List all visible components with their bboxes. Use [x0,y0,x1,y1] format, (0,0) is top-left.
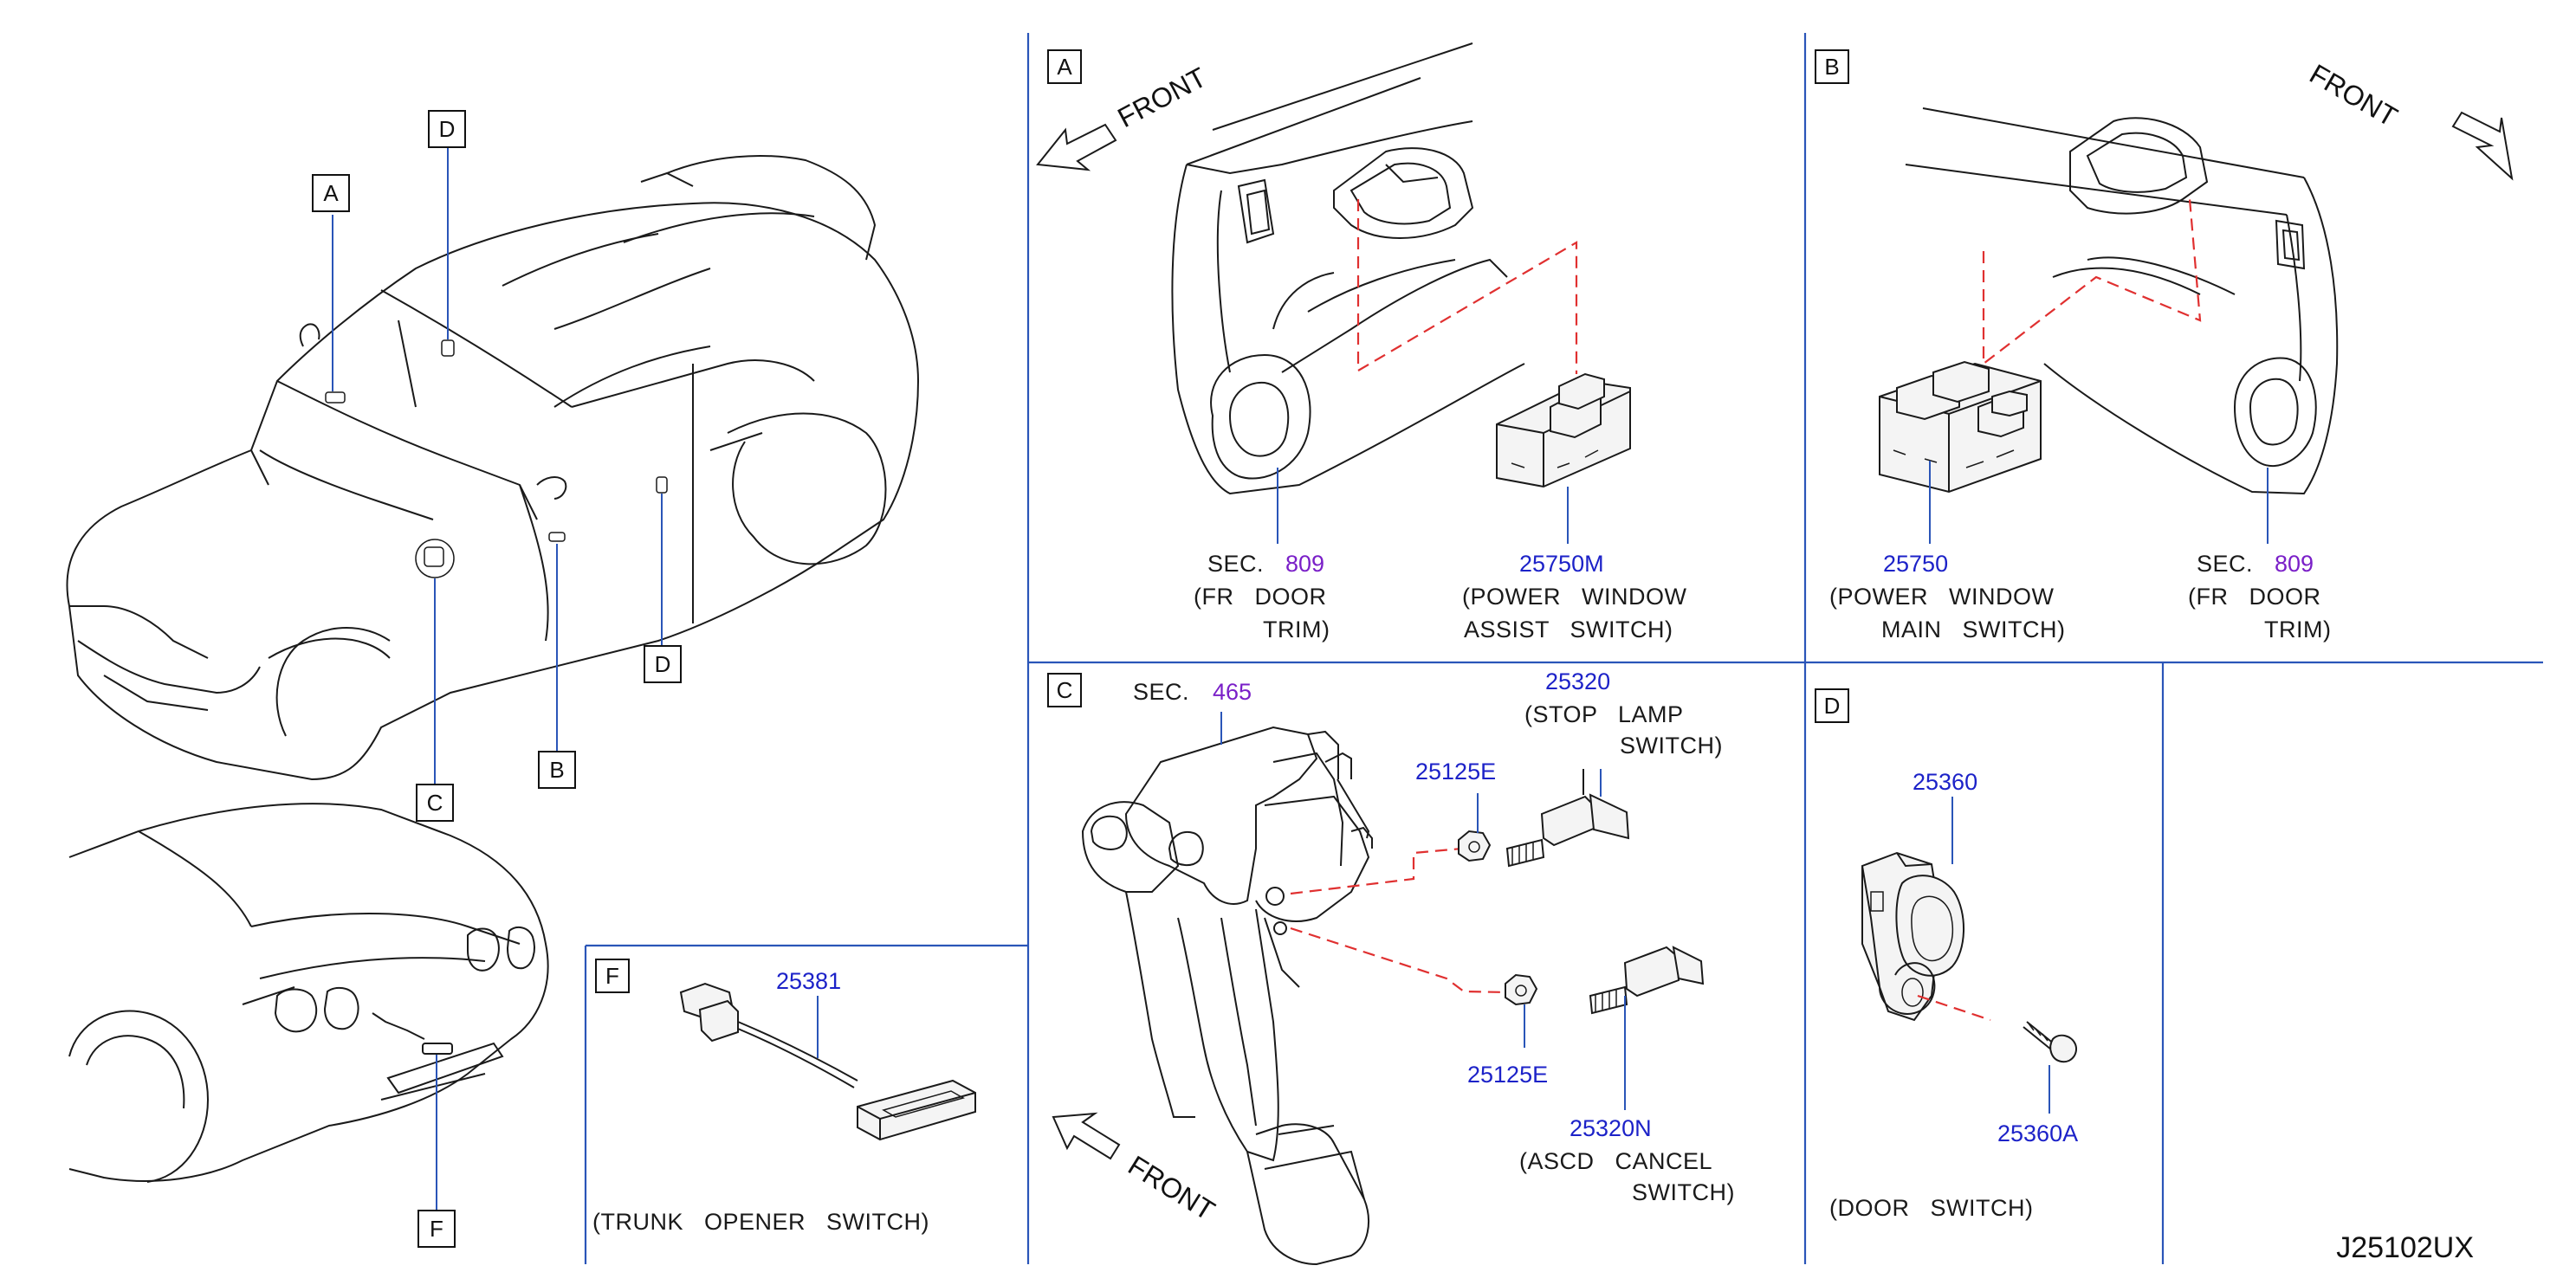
panel-b-sec-num: 809 [2275,551,2314,577]
svg-text:B: B [1824,54,1839,80]
panel-c-drawing [1081,726,1373,1266]
svg-text:B: B [549,757,564,783]
panel-d-dashed-links [1917,994,1991,1022]
panel-b-sec-desc-2: TRIM) [2264,617,2331,642]
panel-b-sec-prefix: SEC. [2197,551,2253,577]
door-switch-desc: (DOOR SWITCH) [1829,1195,2033,1221]
trunk-opener-switch-desc: (TRUNK OPENER SWITCH) [592,1209,929,1235]
svg-text:A: A [323,180,339,206]
panel-a-part-num: 25750M [1519,551,1604,577]
ascd-cancel-switch-desc-2: SWITCH) [1632,1179,1735,1205]
panel-a-part-desc-2: ASSIST SWITCH) [1464,617,1673,642]
ascd-cancel-switch-num: 25320N [1570,1115,1652,1141]
nut-bottom-num: 25125E [1467,1062,1548,1088]
panel-a-sec-desc-2: TRIM) [1263,617,1330,642]
power-window-assist-switch [1496,372,1631,488]
svg-text:C: C [427,790,443,816]
callout-c-car: C [416,784,454,822]
svg-text:A: A [1057,54,1072,80]
panel-b-sec-desc-1: (FR DOOR [2188,584,2321,610]
panel-f-label: F [595,959,630,993]
door-switch-bolt [2023,1021,2077,1063]
panel-a-sec-prefix: SEC. [1207,551,1264,577]
panel-b-dashed-links [1982,198,2202,366]
door-switch-bolt-num: 25360A [1997,1120,2078,1146]
panel-b-front-label: FRONT [2305,58,2403,132]
panel-a-sec-num: 809 [1285,551,1324,577]
car-rear-view [68,803,549,1183]
panel-c-sec-num: 465 [1213,679,1252,705]
panel-b-part-desc-2: MAIN SWITCH) [1881,617,2065,642]
panel-c-leaders [1220,712,1626,1110]
switch-location-markers [325,339,668,578]
ascd-cancel-switch [1589,946,1705,1015]
panel-dividers [584,33,2543,1264]
svg-text:C: C [1057,677,1073,703]
nut-top-num: 25125E [1415,759,1496,785]
panel-a-dashed-links [1356,199,1578,374]
car-callout-leaders [332,147,663,785]
callout-d-car-side: D [644,645,682,683]
panel-b-front-arrow: FRONT [2305,58,2514,181]
callout-boxes: A D C B D F A B C D F [312,49,1849,1248]
panel-a-drawing [1171,42,1525,495]
trunk-opener-switch [679,982,976,1141]
svg-text:D: D [1824,693,1841,719]
panel-a-front-label: FRONT [1112,61,1211,134]
panel-c-dashed-links [1290,847,1508,994]
panel-c-front-arrow: FRONT [1052,1112,1220,1226]
panel-a-sec-desc-1: (FR DOOR [1194,584,1327,610]
ascd-cancel-switch-desc-1: (ASCD CANCEL [1519,1148,1712,1174]
callout-f-car: F [417,1210,456,1248]
panel-b-part-num: 25750 [1883,551,1948,577]
power-window-main-switch [1879,360,2042,494]
svg-text:F: F [430,1216,443,1242]
nut-bottom [1505,973,1538,1006]
svg-text:D: D [439,116,456,142]
car-front-view [66,155,920,781]
svg-text:D: D [655,651,671,677]
trunk-opener-switch-num: 25381 [776,968,841,994]
nut-top [1458,830,1492,862]
panel-c-label: C [1047,673,1082,707]
door-switch [1861,851,1964,1022]
callout-a-car: A [312,174,350,212]
panel-b-text: 25750 (POWER WINDOW MAIN SWITCH) SEC. 80… [1829,551,2331,642]
panel-a-part-desc-1: (POWER WINDOW [1462,584,1686,610]
panel-c-front-label: FRONT [1123,1149,1220,1226]
panel-b-part-desc-1: (POWER WINDOW [1829,584,2054,610]
panel-a-leaders [1277,468,1569,544]
panel-d-leaders [1951,797,2050,1114]
panel-a-label: A [1047,49,1082,84]
stop-lamp-switch-desc-1: (STOP LAMP [1524,701,1684,727]
stop-lamp-switch-num: 25320 [1545,668,1610,694]
panel-b-label: B [1815,49,1849,84]
panel-b-leaders [1929,461,2269,544]
callout-d-car-top: D [428,110,466,148]
stop-lamp-switch [1505,769,1630,868]
panel-c-sec-prefix: SEC. [1133,679,1189,705]
panel-c-text: SEC. 465 25320 (STOP LAMP SWITCH) 25125E… [1133,668,1735,1205]
panel-f-text: 25381 (TRUNK OPENER SWITCH) [592,968,929,1235]
svg-text:F: F [605,963,619,989]
panel-b-drawing [1905,107,2339,495]
diagram-code: J25102UX [2336,1231,2474,1264]
panel-a-text: SEC. 809 (FR DOOR TRIM) 25750M (POWER WI… [1194,551,1686,642]
door-switch-num: 25360 [1913,769,1977,795]
panel-d-text: 25360 25360A (DOOR SWITCH) [1829,769,2078,1221]
stop-lamp-switch-desc-2: SWITCH) [1620,733,1723,759]
callout-b-car: B [538,751,576,789]
panel-d-label: D [1815,688,1849,723]
